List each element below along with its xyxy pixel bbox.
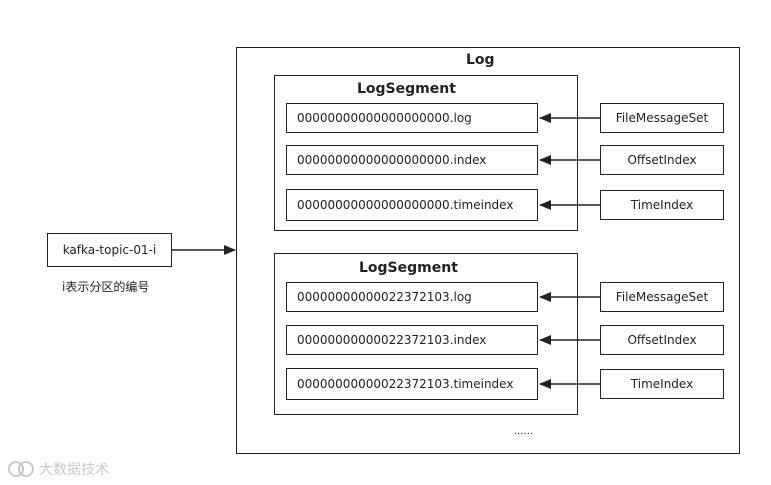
watermark: 大数据技术 [6,459,109,479]
segment-1-timeindex-file: 00000000000000000000.timeindex [286,189,538,221]
segment-2-timeindex: TimeIndex [600,369,724,399]
watermark-text: 大数据技术 [39,462,109,478]
segment-2-timeindex-file: 00000000000022372103.timeindex [286,368,538,400]
log-title: Log [466,52,495,68]
more-segments-ellipsis: ...... [514,426,534,437]
topic-caption: i表示分区的编号 [62,280,150,294]
logo-icon [8,461,34,477]
segment-1-log-file: 00000000000000000000.log [286,103,538,133]
topic-partition-box: kafka-topic-01-i [47,233,172,267]
log-segment-1-title: LogSegment [357,81,456,97]
segment-2-filemessageset: FileMessageSet [600,282,724,312]
segment-2-log-file: 00000000000022372103.log [286,282,538,312]
segment-2-offsetindex: OffsetIndex [600,325,724,355]
segment-1-index-file: 00000000000000000000.index [286,145,538,175]
segment-1-offsetindex: OffsetIndex [600,145,724,175]
segment-1-timeindex: TimeIndex [600,190,724,220]
segment-1-filemessageset: FileMessageSet [600,103,724,133]
log-segment-2-title: LogSegment [359,260,458,276]
segment-2-index-file: 00000000000022372103.index [286,325,538,355]
